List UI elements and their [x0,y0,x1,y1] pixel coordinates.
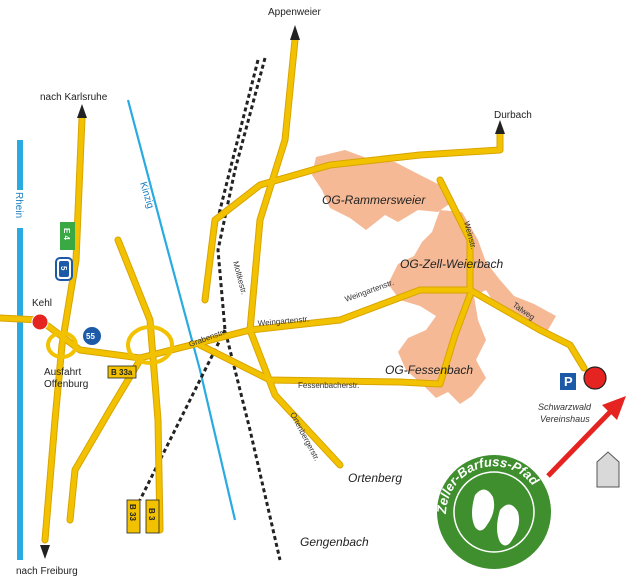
label-schwarzwald: Schwarzwald [538,402,592,412]
label-durbach: Durbach [494,110,532,121]
roads [0,36,588,544]
parking-icon: P [560,373,576,390]
house-icon [596,451,620,488]
label-kehl: Kehl [32,298,52,309]
street-fessenbacherstr: Fessenbacherstr. [298,381,359,390]
town-areas [312,150,556,404]
arrow-up-karlsruhe [77,104,87,118]
arrow-up-durbach [495,120,505,134]
svg-text:5: 5 [59,266,68,271]
town-area-zell [388,210,556,404]
street-moltkestr: Moltkestr. [231,260,249,295]
pointer-arrow [546,396,626,478]
rhein-label: Rhein [13,192,24,218]
label-offenburg: Offenburg [44,379,88,390]
street-weingartenstr-1: Weingartenstr. [257,315,309,328]
kinzig-river [126,99,237,521]
svg-text:55: 55 [86,332,95,341]
label-ortenberg: Ortenberg [348,471,402,485]
arrow-down-freiburg [40,545,50,559]
label-og-fessenbach: OG-Fessenbach [385,363,473,377]
svg-text:B 33a: B 33a [111,368,133,377]
kehl-marker [31,313,49,331]
label-og-rammersweier: OG-Rammersweier [322,193,426,207]
shield-b33: B 33 [126,499,141,534]
label-karlsruhe: nach Karlsruhe [40,92,108,103]
svg-text:E 4: E 4 [62,228,71,241]
label-appenweier: Appenweier [268,7,321,18]
arrow-up-appenweier [290,25,300,40]
destination-marker[interactable] [583,366,607,390]
label-freiburg: nach Freiburg [16,566,78,577]
svg-text:P: P [564,374,573,389]
shield-b55: 55 [83,327,101,345]
label-vereinshaus: Vereinshaus [540,414,590,424]
shield-b3: B 3 [145,499,160,534]
shield-b33a: B 33a [107,365,137,379]
svg-text:B 3: B 3 [147,508,156,521]
label-ausfahrt: Ausfahrt [44,367,81,378]
label-gengenbach: Gengenbach [300,535,369,549]
shield-e4: E 4 [60,222,75,250]
barfuss-pfad-logo: Zeller-Barfuss-Pfad [434,454,551,569]
town-area-rammersweier [312,150,452,230]
direction-arrows [40,25,505,559]
svg-text:B 33: B 33 [128,504,137,521]
shield-a5: 5 [55,257,73,281]
kinzig-label: Kinzig [137,181,155,210]
label-og-zell: OG-Zell-Weierbach [400,257,503,271]
